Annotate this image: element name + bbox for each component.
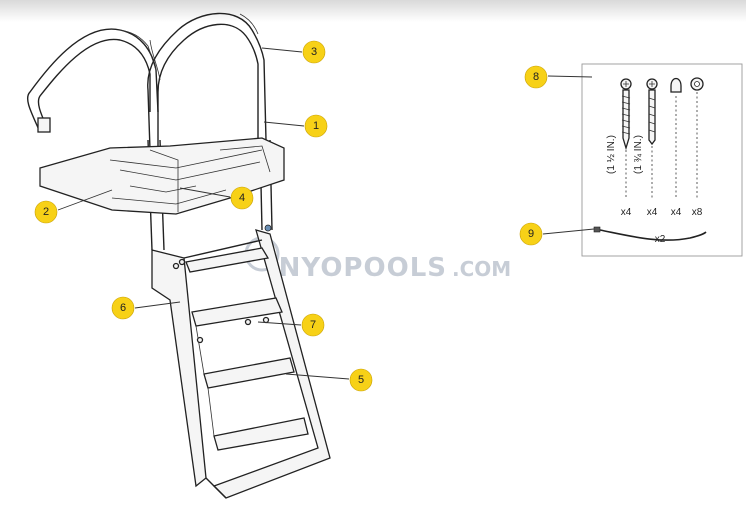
qty-cap-nut: x4 bbox=[671, 207, 682, 218]
washer-icon bbox=[690, 77, 704, 91]
screw-long-icon bbox=[620, 78, 632, 151]
qty-long-screw: x4 bbox=[621, 207, 632, 218]
cable-tie-icon bbox=[593, 226, 707, 241]
callout-7: 7 bbox=[301, 313, 325, 337]
svg-text:9: 9 bbox=[528, 228, 534, 240]
watermark: INYOPOOLS .COM bbox=[244, 236, 511, 283]
callout-6: 6 bbox=[111, 296, 135, 320]
svg-text:2: 2 bbox=[43, 206, 49, 218]
qty-cable-tie: x2 bbox=[655, 234, 666, 245]
svg-text:4: 4 bbox=[239, 192, 245, 204]
callout-markers: 1 2 3 4 5 6 7 8 bbox=[34, 40, 548, 392]
qty-short-screw: x4 bbox=[647, 207, 658, 218]
leader-lines bbox=[57, 47, 595, 380]
svg-text:5: 5 bbox=[358, 374, 364, 386]
watermark-text: INYOPOOLS bbox=[268, 253, 447, 283]
ladder-illustration bbox=[26, 12, 331, 499]
callout-1: 1 bbox=[304, 114, 328, 138]
svg-text:8: 8 bbox=[533, 71, 539, 83]
qty-washer: x8 bbox=[692, 207, 703, 218]
screw-long-size-label: (1 ½ IN.) bbox=[606, 135, 617, 174]
hardware-kit-box: (1 ½ IN.) (1 ¾ IN.) x4 x4 x4 x8 x2 bbox=[581, 63, 743, 257]
screw-short-icon bbox=[646, 78, 658, 146]
svg-text:1: 1 bbox=[313, 120, 319, 132]
callout-3: 3 bbox=[302, 40, 326, 64]
cap-nut-icon bbox=[670, 77, 682, 93]
screw-short-size-label: (1 ¾ IN.) bbox=[633, 135, 644, 174]
hardware-box-frame bbox=[581, 63, 743, 257]
callout-5: 5 bbox=[349, 368, 373, 392]
svg-text:6: 6 bbox=[120, 302, 126, 314]
svg-text:7: 7 bbox=[310, 319, 316, 331]
top-gradient-bar bbox=[0, 0, 746, 22]
callout-9: 9 bbox=[519, 222, 543, 246]
callout-4: 4 bbox=[230, 186, 254, 210]
left-rail-end-cap bbox=[37, 117, 51, 133]
callout-2: 2 bbox=[34, 200, 58, 224]
svg-text:3: 3 bbox=[311, 46, 317, 58]
watermark-suffix: .COM bbox=[452, 257, 511, 281]
callout-8: 8 bbox=[524, 65, 548, 89]
